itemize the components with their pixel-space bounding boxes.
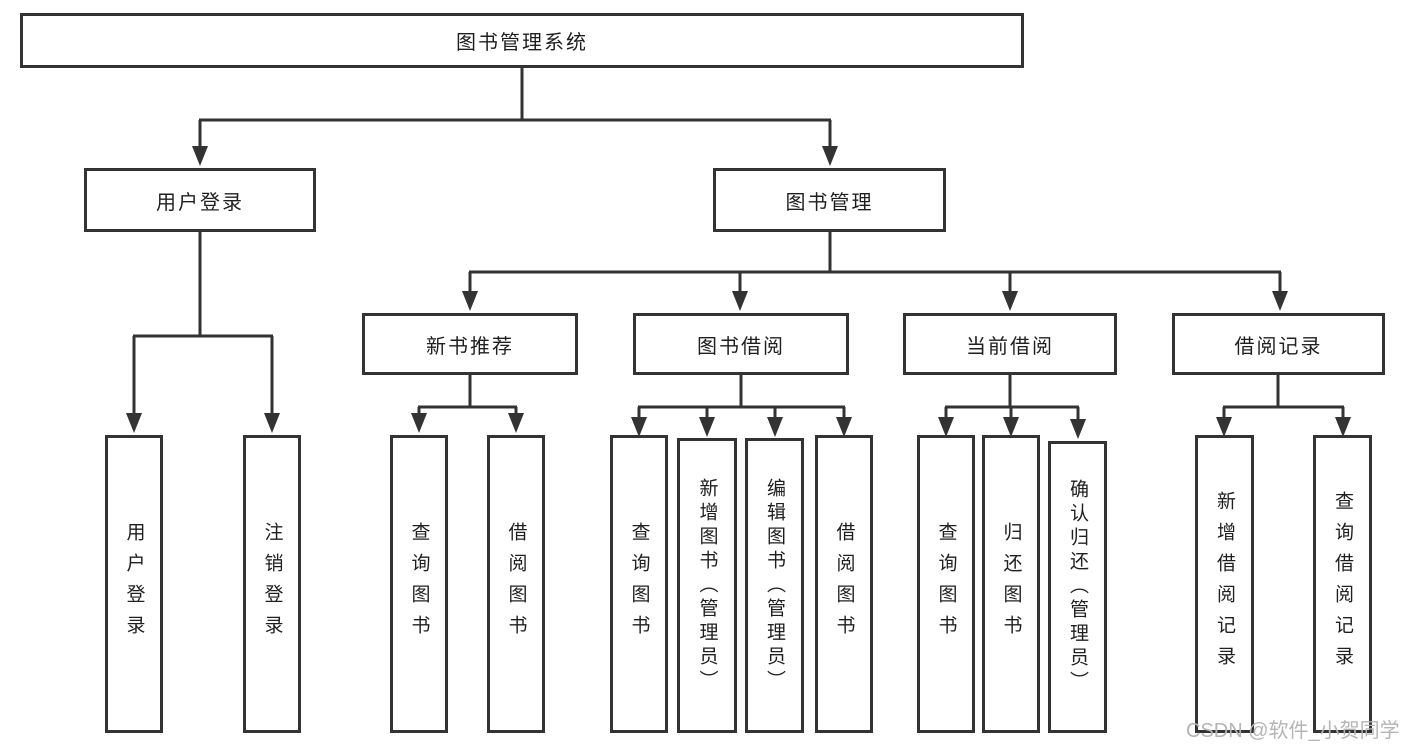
leaf-logout: 注销登录 xyxy=(243,435,301,733)
connector-newbook-branch xyxy=(417,375,518,419)
leaf-query-book-1: 查询图书 xyxy=(390,435,448,733)
arrowhead xyxy=(1070,419,1086,439)
leaf-label: 确认归还（管理员） xyxy=(1067,479,1088,695)
connector-bookmgmt-branch xyxy=(468,232,1282,297)
leaf-query-book-2: 查询图书 xyxy=(610,435,668,733)
connector-current-branch xyxy=(944,375,1080,425)
leaf-label: 归还图书 xyxy=(1000,522,1022,646)
node-label: 图书管理 xyxy=(785,191,874,214)
arrowhead xyxy=(1335,417,1351,437)
leaf-label: 借阅图书 xyxy=(505,522,527,646)
node-root-label: 图书管理系统 xyxy=(456,32,588,54)
arrowhead xyxy=(822,146,838,166)
node-current-borrow: 当前借阅 xyxy=(903,313,1117,375)
arrowhead xyxy=(462,291,478,311)
arrowhead xyxy=(1002,291,1018,311)
node-label: 用户登录 xyxy=(156,191,244,214)
leaf-label: 用户登录 xyxy=(123,522,145,646)
connector-root-to-level2 xyxy=(199,68,831,122)
node-label: 新书推荐 xyxy=(426,335,514,358)
node-label: 借阅记录 xyxy=(1234,335,1323,358)
arrowhead xyxy=(767,417,783,437)
leaf-label: 查询图书 xyxy=(408,522,430,646)
connector-userlogin-branch xyxy=(132,232,274,419)
arrowhead xyxy=(732,291,748,311)
node-book-borrow: 图书借阅 xyxy=(633,313,849,375)
leaf-label: 查询图书 xyxy=(935,522,957,646)
leaf-add-book-admin: 新增图书（管理员） xyxy=(677,438,737,733)
node-user-login-branch: 用户登录 xyxy=(84,168,316,232)
leaf-borrow-book-1: 借阅图书 xyxy=(487,435,545,733)
arrowheads xyxy=(126,146,1351,439)
leaf-user-login: 用户登录 xyxy=(105,435,163,733)
leaf-label: 新增借阅记录 xyxy=(1214,491,1235,677)
connector-record-branch xyxy=(1222,375,1345,423)
leaf-label: 查询借阅记录 xyxy=(1332,491,1353,677)
connector-lines xyxy=(132,68,1345,425)
connector-level2-stems xyxy=(198,120,832,152)
leaf-add-borrow-record: 新增借阅记录 xyxy=(1195,435,1254,733)
arrowhead xyxy=(938,417,954,437)
csdn-watermark: CSDN @软件_小贺同学 xyxy=(1186,720,1400,742)
arrowhead xyxy=(1272,291,1288,311)
leaf-borrow-book-2: 借阅图书 xyxy=(815,435,873,733)
leaf-label: 编辑图书（管理员） xyxy=(764,477,785,694)
arrowhead xyxy=(631,417,647,437)
leaf-label: 查询图书 xyxy=(628,522,650,646)
arrowhead xyxy=(508,413,524,433)
leaf-return-book: 归还图书 xyxy=(982,435,1040,733)
arrowhead xyxy=(411,413,427,433)
leaf-label: 新增图书（管理员） xyxy=(696,477,718,694)
node-borrow-record: 借阅记录 xyxy=(1172,313,1385,375)
node-book-management-branch: 图书管理 xyxy=(713,168,946,232)
arrowhead xyxy=(1003,417,1019,437)
leaf-label: 借阅图书 xyxy=(833,522,855,646)
node-label: 当前借阅 xyxy=(966,335,1054,358)
leaf-edit-book-admin: 编辑图书（管理员） xyxy=(745,438,804,733)
connector-borrow-branch xyxy=(637,375,846,423)
leaf-query-book-3: 查询图书 xyxy=(917,435,975,733)
arrowhead xyxy=(836,417,852,437)
node-label: 图书借阅 xyxy=(697,335,785,358)
arrowhead xyxy=(126,413,142,433)
arrowhead xyxy=(699,417,715,437)
leaf-query-borrow-record: 查询借阅记录 xyxy=(1313,435,1372,733)
node-root: 图书管理系统 xyxy=(20,13,1024,68)
arrowhead xyxy=(264,413,280,433)
node-new-book-recommend: 新书推荐 xyxy=(362,313,578,375)
arrowhead xyxy=(1216,417,1232,437)
arrowhead xyxy=(192,146,208,166)
leaf-confirm-return-admin: 确认归还（管理员） xyxy=(1048,441,1107,733)
leaf-label: 注销登录 xyxy=(261,522,283,646)
